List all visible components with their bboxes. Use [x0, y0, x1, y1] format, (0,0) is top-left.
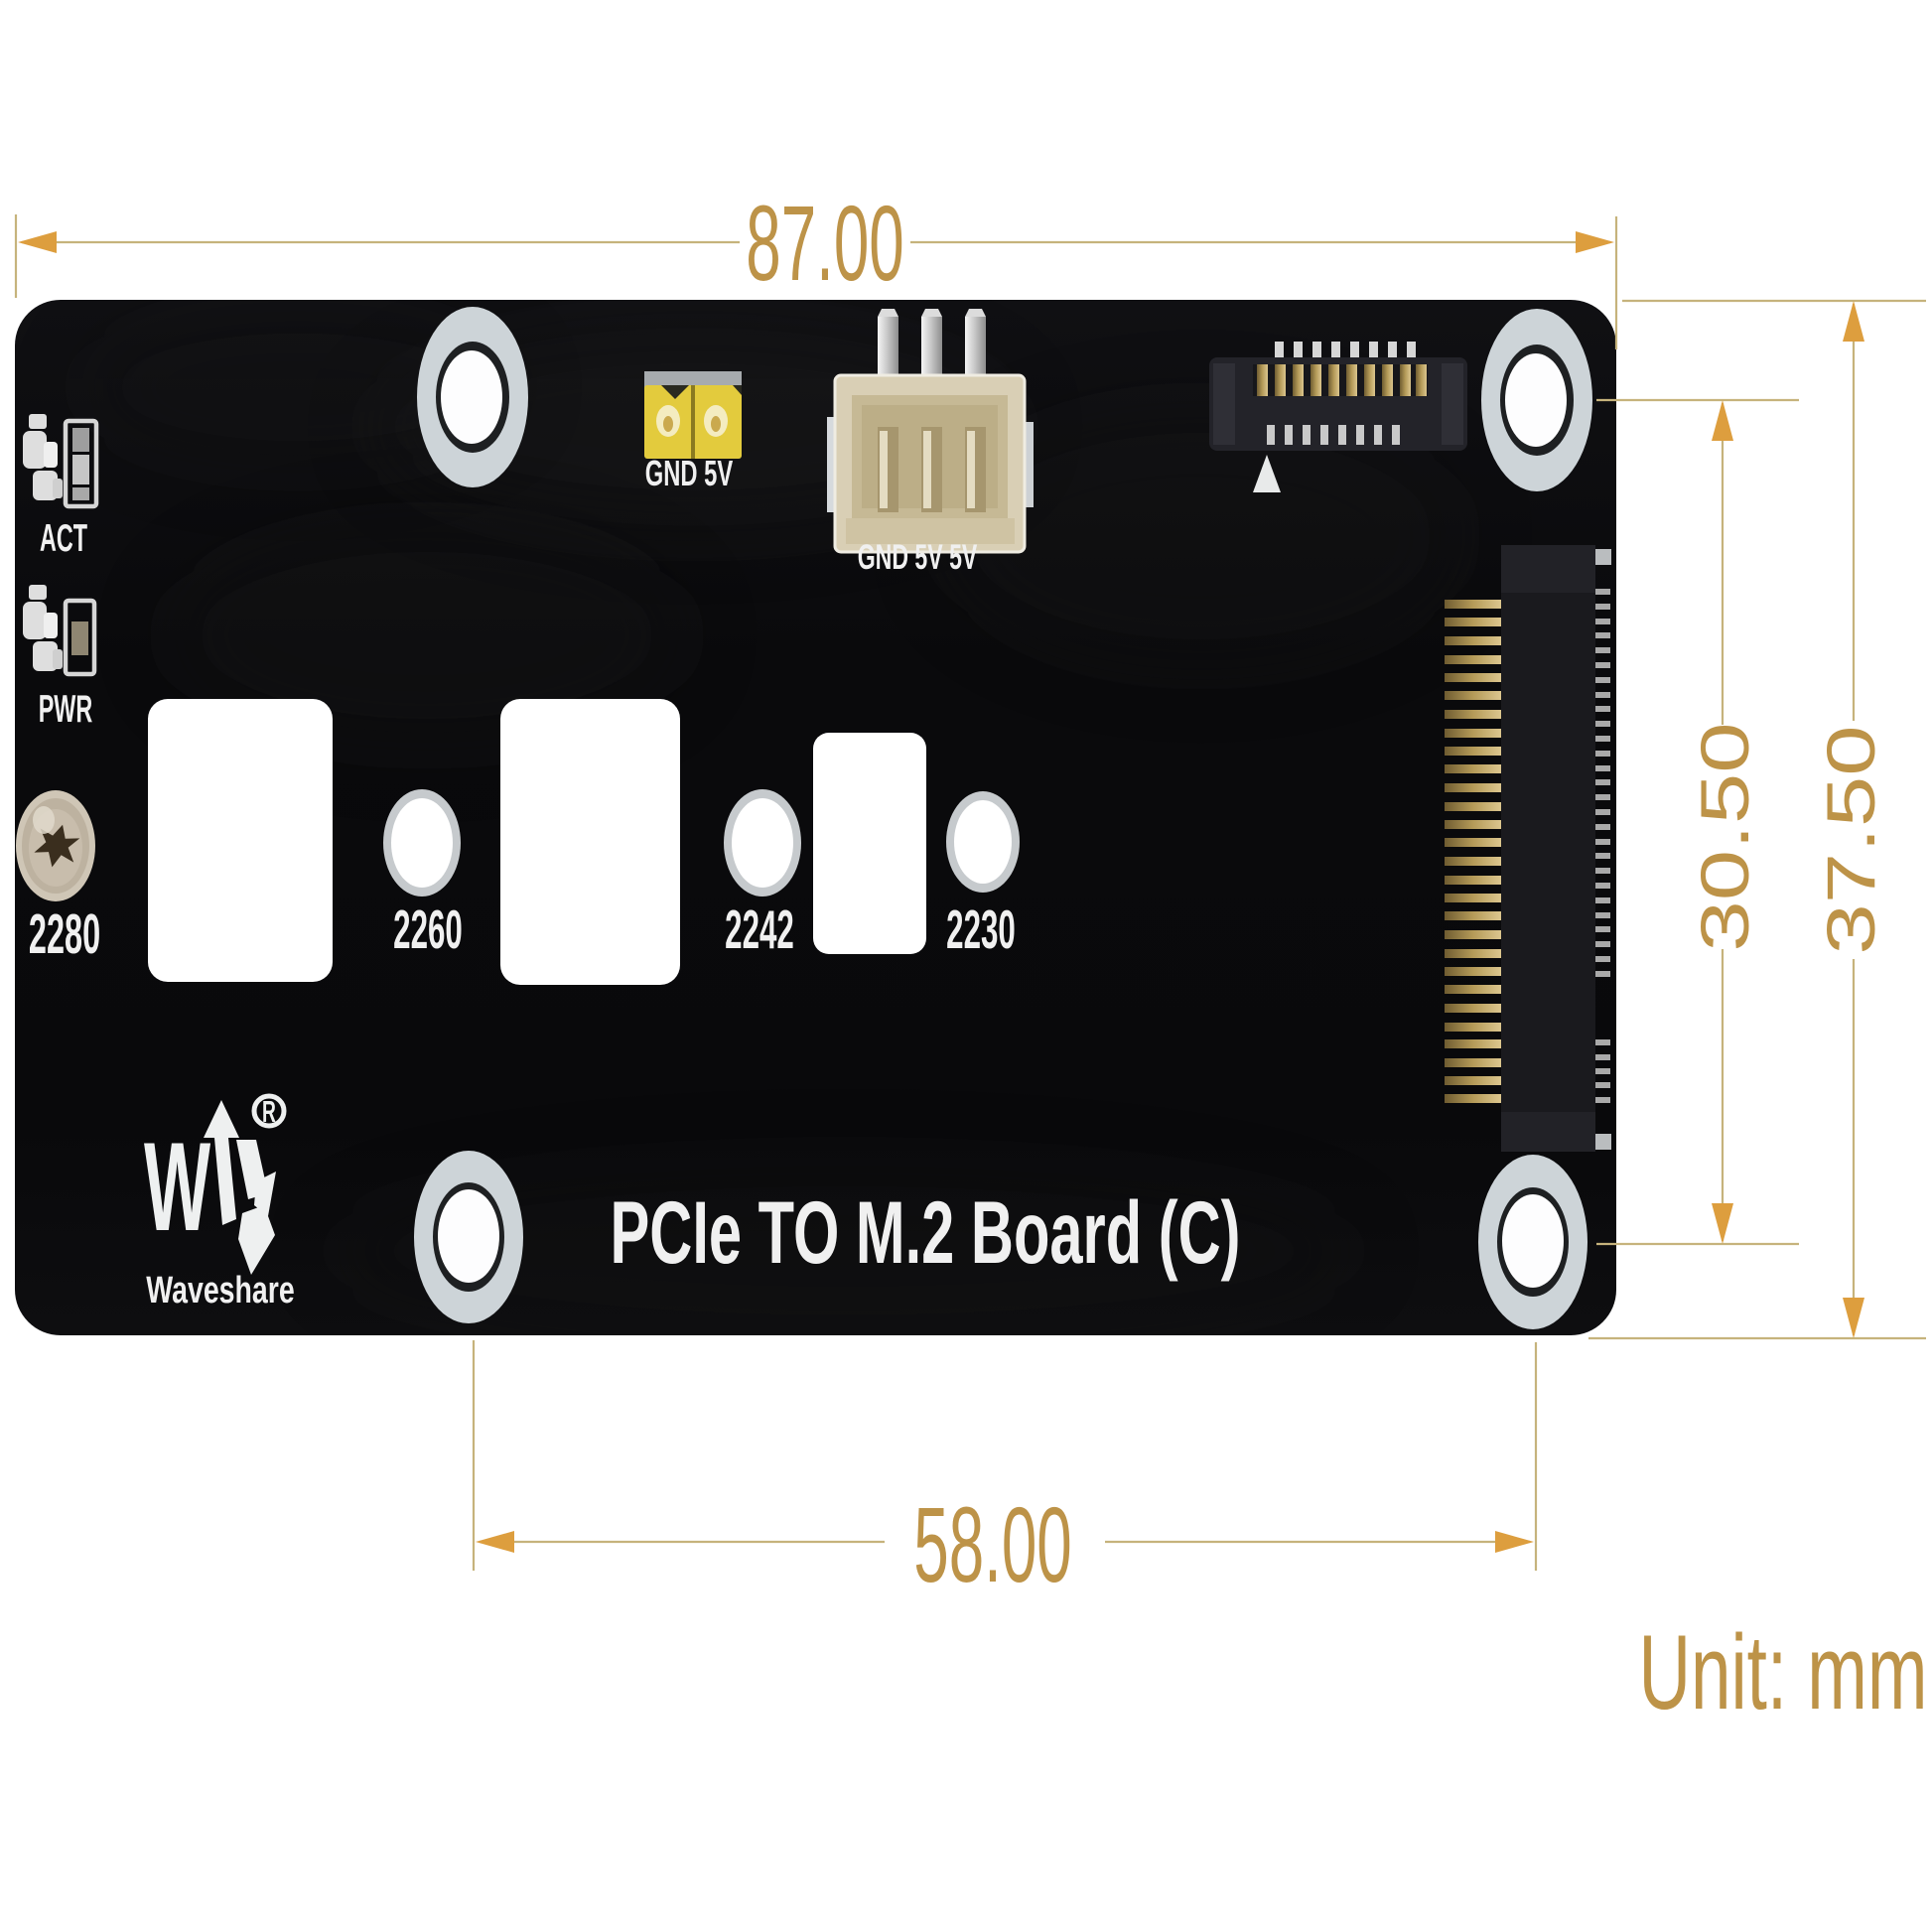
svg-text:GND 5V: GND 5V [645, 454, 734, 493]
svg-text:Unit: mm: Unit: mm [1638, 1613, 1927, 1731]
svg-text:87.00: 87.00 [746, 184, 903, 304]
svg-text:PWR: PWR [39, 687, 93, 731]
svg-text:R: R [262, 1096, 276, 1130]
svg-text:2260: 2260 [393, 899, 463, 960]
svg-text:Waveshare: Waveshare [146, 1270, 294, 1311]
svg-text:58.00: 58.00 [913, 1485, 1071, 1605]
svg-text:PCIe TO M.2 Board (C): PCIe TO M.2 Board (C) [610, 1183, 1240, 1283]
svg-text:37.50: 37.50 [1813, 725, 1889, 954]
svg-text:30.50: 30.50 [1687, 722, 1763, 951]
svg-text:ACT: ACT [40, 516, 87, 560]
svg-text:GND 5V 5V: GND 5V 5V [858, 538, 978, 577]
svg-text:2280: 2280 [29, 901, 100, 965]
svg-text:2242: 2242 [725, 899, 794, 960]
svg-text:2230: 2230 [946, 899, 1016, 960]
svg-text:W: W [144, 1116, 211, 1257]
